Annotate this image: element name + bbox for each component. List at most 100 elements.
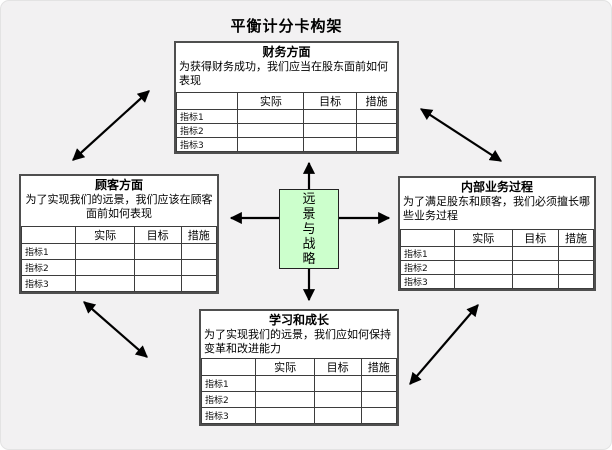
empty-cell [313,375,362,392]
table-row: 指标1 [175,109,397,124]
panel-customer-title: 顾客方面 [94,178,143,192]
header-row: 实际目标措施 [20,226,218,244]
empty-cell [360,375,398,392]
page-title: 平衡计分卡构架 [230,17,343,35]
empty-cell [453,260,513,275]
arrow-learning-internal [409,304,479,385]
panel-financial-desc: 为获得财务成功，我们应当在股东面前如何表现 [179,60,388,87]
column-header [200,358,257,376]
empty-cell [180,243,218,260]
panel-learning-growth: 学习和成长 为了实现我们的远景，我们应如何保持变革和改进能力 实际目标措施指标1… [199,309,399,426]
column-header: 措施 [356,92,397,110]
row-label: 指标1 [400,246,455,261]
empty-cell [557,246,595,261]
table-row: 指标2 [175,123,397,138]
empty-cell [303,123,358,138]
table-row: 指标1 [200,375,398,392]
empty-cell [356,109,397,124]
empty-cell [180,259,218,276]
empty-cell [453,246,513,261]
empty-cell [133,275,182,292]
column-header: 目标 [511,229,559,247]
row-label: 指标3 [20,275,77,292]
empty-cell [237,137,305,152]
empty-cell [360,391,398,408]
table-row: 指标3 [400,274,595,289]
row-label: 指标3 [200,407,257,424]
table-row: 指标3 [20,275,218,292]
row-label: 指标2 [20,259,77,276]
empty-cell [511,274,559,289]
column-header [175,92,239,110]
column-header: 实际 [75,226,135,244]
column-header: 措施 [180,226,218,244]
header-row: 实际目标措施 [200,358,398,376]
table-row: 指标2 [200,391,398,408]
empty-cell [255,407,315,424]
empty-cell [303,109,358,124]
table-row: 指标1 [400,246,595,261]
empty-cell [313,407,362,424]
empty-cell [237,109,305,124]
header-row: 实际目标措施 [175,92,397,110]
table-row: 指标2 [20,259,218,276]
column-header: 实际 [237,92,305,110]
row-label: 指标1 [20,243,77,260]
empty-cell [255,375,315,392]
empty-cell [255,391,315,408]
empty-cell [511,260,559,275]
column-header: 措施 [557,229,595,247]
empty-cell [356,137,397,152]
empty-cell [557,260,595,275]
panel-internal-desc: 为了满足股东和顾客，我们必须擅长哪些业务过程 [403,195,590,222]
panel-learning-title: 学习和成长 [268,313,329,327]
empty-cell [75,275,135,292]
row-label: 指标2 [200,391,257,408]
row-label: 指标3 [175,137,239,152]
column-header: 目标 [133,226,182,244]
column-header [400,229,455,247]
row-label: 指标2 [175,123,239,138]
column-header: 实际 [453,229,513,247]
column-header: 目标 [313,358,362,376]
column-header: 目标 [303,92,358,110]
empty-cell [511,246,559,261]
empty-cell [133,259,182,276]
empty-cell [237,123,305,138]
column-header [20,226,77,244]
empty-cell [453,274,513,289]
panel-financial-title: 财务方面 [262,45,311,59]
vision-strategy-box: 远景与战略 [279,189,339,269]
row-label: 指标2 [400,260,455,275]
column-header: 措施 [360,358,398,376]
vision-strategy-label: 远景与战略 [302,191,316,267]
panel-internal-title: 内部业务过程 [460,180,533,194]
column-header: 实际 [255,358,315,376]
empty-cell [356,123,397,138]
table-row: 指标2 [400,260,595,275]
arrow-customer-learning [83,301,148,358]
empty-cell [313,391,362,408]
row-label: 指标3 [400,274,455,289]
empty-cell [75,243,135,260]
empty-cell [557,274,595,289]
table-row: 指标1 [20,243,218,260]
empty-cell [180,275,218,292]
row-label: 指标1 [200,375,257,392]
panel-learning-desc: 为了实现我们的远景，我们应如何保持变革和改进能力 [204,328,391,355]
row-label: 指标1 [175,109,239,124]
header-row: 实际目标措施 [400,229,595,247]
arrow-financial-internal [419,108,503,162]
empty-cell [75,259,135,276]
empty-cell [360,407,398,424]
table-row: 指标3 [175,137,397,152]
empty-cell [303,137,358,152]
panel-customer-desc: 为了实现我们的远景，我们应该在顾客面前如何表现 [25,193,213,220]
